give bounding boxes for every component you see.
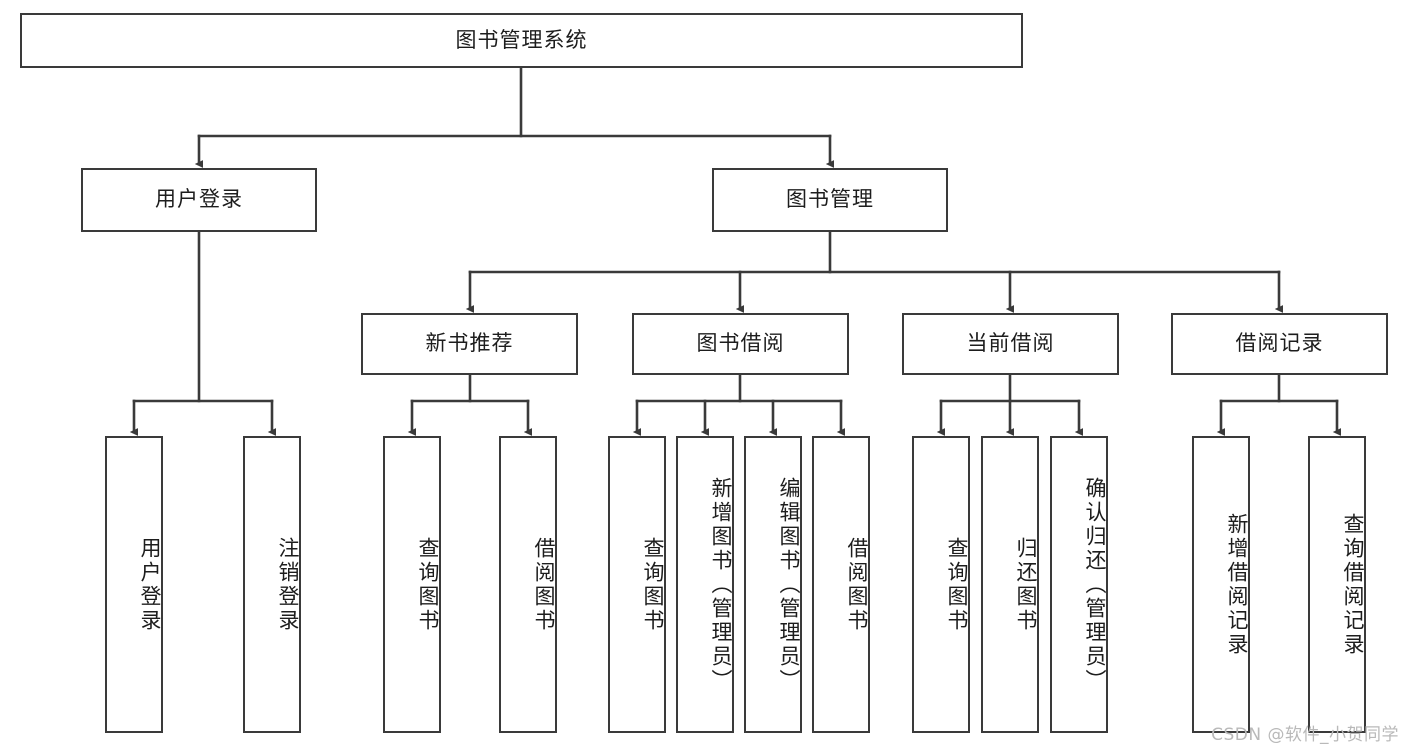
node-user-login[interactable]: 用户登录: [81, 168, 317, 232]
leaf-record-add-record[interactable]: 新增借阅记录: [1192, 436, 1250, 733]
leaf-current-return-book[interactable]: 归还图书: [981, 436, 1039, 733]
node-label: 确认归还（管理员）: [1083, 476, 1107, 693]
node-current-borrow[interactable]: 当前借阅: [902, 313, 1119, 375]
node-borrow-record[interactable]: 借阅记录: [1171, 313, 1388, 375]
node-label: 新增图书（管理员）: [709, 476, 733, 693]
leaf-current-confirm-return-admin[interactable]: 确认归还（管理员）: [1050, 436, 1108, 733]
node-label: 查询图书: [641, 536, 665, 633]
node-label: 新增借阅记录: [1225, 512, 1249, 657]
node-label: 图书借阅: [696, 331, 785, 356]
leaf-borrow-query-book[interactable]: 查询图书: [608, 436, 666, 733]
node-label: 编辑图书（管理员）: [777, 476, 801, 693]
leaf-new-book-borrow[interactable]: 借阅图书: [499, 436, 557, 733]
node-label: 借阅图书: [845, 536, 869, 633]
node-label: 图书管理系统: [455, 27, 588, 52]
leaf-new-book-query[interactable]: 查询图书: [383, 436, 441, 733]
node-label: 归还图书: [1014, 536, 1038, 633]
node-label: 新书推荐: [425, 331, 514, 356]
node-label: 用户登录: [138, 536, 162, 633]
leaf-current-query-book[interactable]: 查询图书: [912, 436, 970, 733]
leaf-borrow-borrow-book[interactable]: 借阅图书: [812, 436, 870, 733]
leaf-user-login-logout[interactable]: 注销登录: [243, 436, 301, 733]
node-book-management[interactable]: 图书管理: [712, 168, 948, 232]
leaf-record-query-record[interactable]: 查询借阅记录: [1308, 436, 1366, 733]
node-new-book-recommend[interactable]: 新书推荐: [361, 313, 578, 375]
leaf-borrow-edit-book-admin[interactable]: 编辑图书（管理员）: [744, 436, 802, 733]
node-label: 注销登录: [276, 536, 300, 633]
node-label: 查询图书: [945, 536, 969, 633]
node-label: 查询借阅记录: [1341, 512, 1365, 657]
node-label: 查询图书: [416, 536, 440, 633]
leaf-borrow-add-book-admin[interactable]: 新增图书（管理员）: [676, 436, 734, 733]
csdn-watermark: CSDN @软件_小贺同学: [1211, 725, 1399, 745]
node-label: 当前借阅: [966, 331, 1055, 356]
node-book-borrow[interactable]: 图书借阅: [632, 313, 849, 375]
node-label: 借阅记录: [1235, 331, 1324, 356]
node-label: 用户登录: [155, 187, 243, 212]
node-label: 借阅图书: [532, 536, 556, 633]
leaf-user-login-login[interactable]: 用户登录: [105, 436, 163, 733]
node-root-book-management-system[interactable]: 图书管理系统: [20, 13, 1023, 68]
node-label: 图书管理: [786, 187, 874, 212]
